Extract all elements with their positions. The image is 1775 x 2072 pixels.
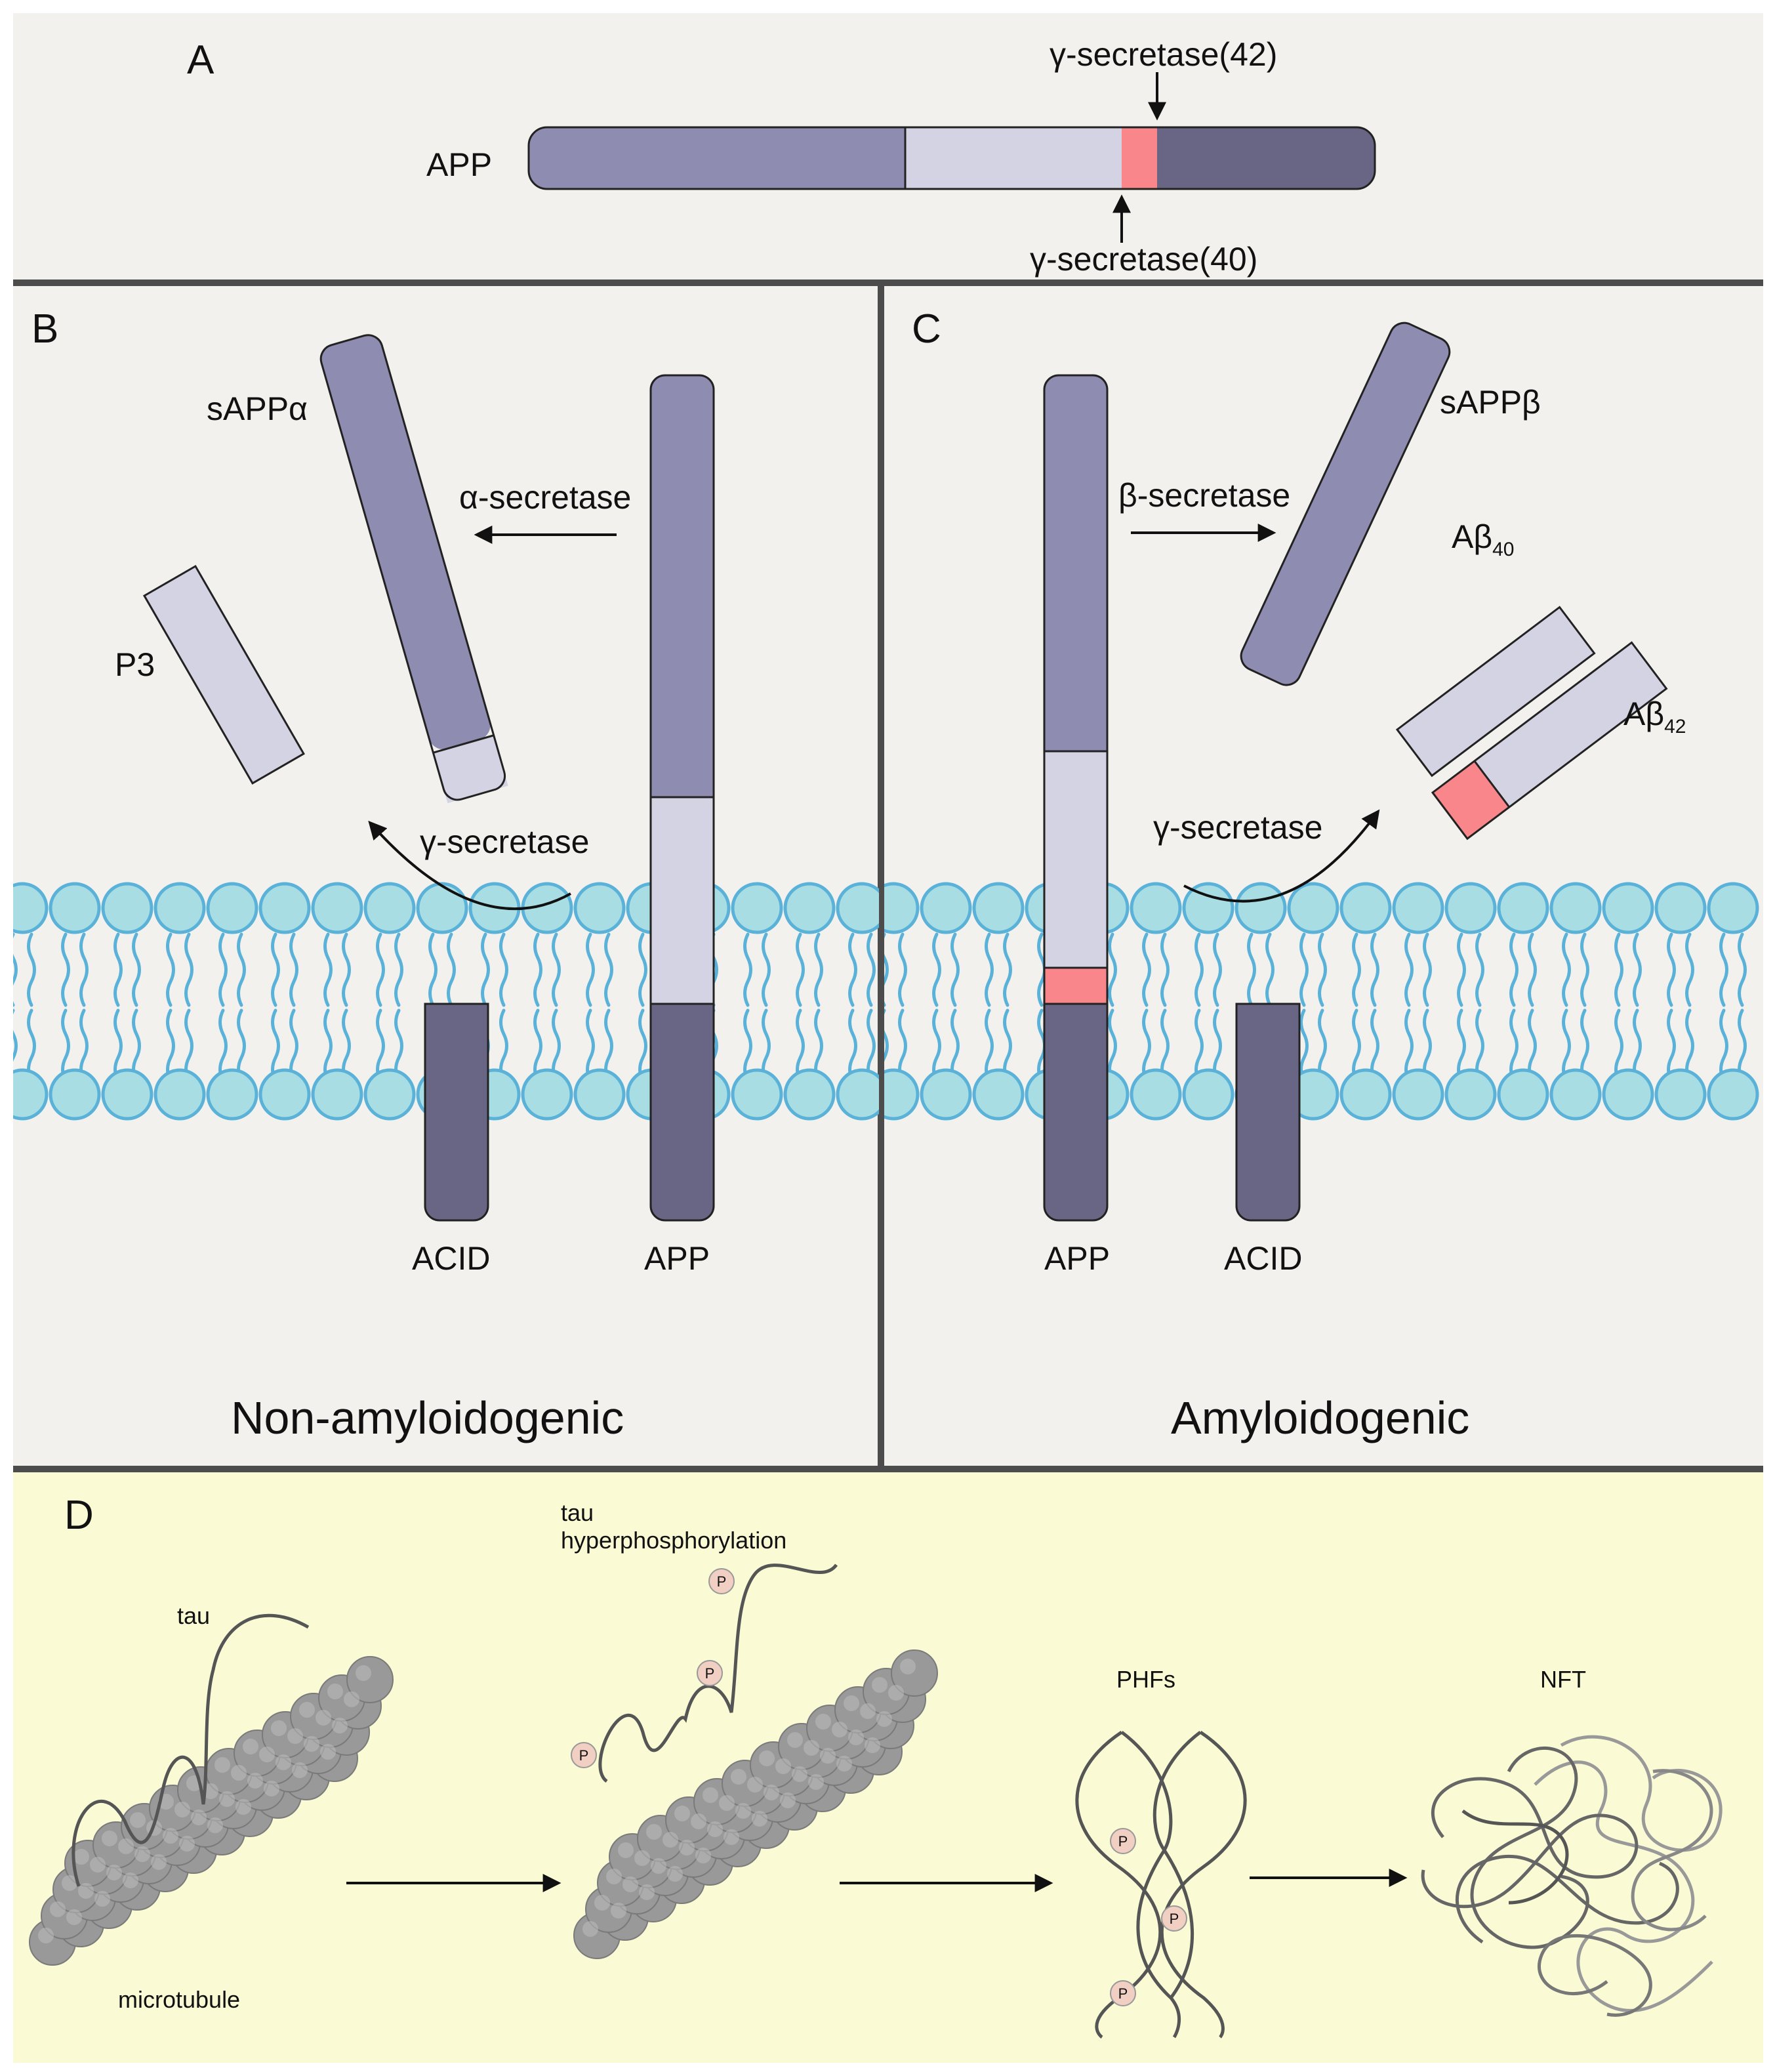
phosphate-label: P: [717, 1573, 727, 1590]
tau-label: tau: [177, 1602, 210, 1629]
phosphate-icon: P: [1110, 1980, 1136, 2006]
lipid-bilayer-icon: [13, 882, 879, 1121]
hyper-label-line1: tau: [561, 1499, 594, 1526]
app-bar-horizontal: [527, 126, 1376, 190]
phosphate-icon: P: [708, 1568, 735, 1594]
sapp-alpha-fragment: [319, 334, 508, 804]
abeta40-label: Aβ40: [1452, 518, 1514, 560]
gamma-curved-arrow-icon-b: [368, 820, 571, 911]
abeta42-label: Aβ42: [1623, 695, 1686, 737]
tau-strand-1: [71, 1613, 310, 1887]
phosphate-icon: P: [571, 1742, 597, 1768]
acid-fragment-b: [424, 1003, 489, 1222]
nft-label: NFT: [1540, 1666, 1586, 1693]
abeta40-fragment: [1395, 606, 1596, 777]
app-label-c: APP: [1044, 1240, 1110, 1277]
phosphate-label: P: [1118, 1833, 1128, 1850]
panel-b-letter: B: [31, 306, 58, 352]
phfs-label: PHFs: [1116, 1666, 1175, 1693]
abeta42-sub: 42: [1664, 716, 1686, 737]
p3-label: P3: [115, 646, 155, 683]
microtubule-label: microtubule: [118, 1986, 240, 2013]
panel-b-title: Non-amyloidogenic: [231, 1392, 624, 1443]
sapp-beta-fragment: [1240, 321, 1451, 686]
app-label-b: APP: [644, 1240, 710, 1277]
abeta40-base: Aβ: [1452, 518, 1492, 555]
p3-fragment: [142, 564, 305, 785]
gamma42-label: γ-secretase(42): [1050, 36, 1277, 73]
microtubule-highlights: [38, 1665, 371, 1943]
hyper-label-line2: hyperphosphorylation: [561, 1527, 786, 1554]
panel-d-letter: D: [64, 1493, 94, 1538]
gamma-secretase-label-b: γ-secretase: [420, 823, 589, 860]
acid-label-b: ACID: [412, 1240, 490, 1277]
gamma40-label: γ-secretase(40): [1030, 241, 1257, 278]
panel-c-background: [884, 286, 1763, 1467]
divider-top: [13, 280, 1763, 286]
gamma-secretase-label-c: γ-secretase: [1153, 809, 1322, 846]
beta-secretase-label: β-secretase: [1118, 477, 1290, 514]
sapp-alpha-label: sAPPα: [207, 390, 308, 427]
phosphate-icon: P: [1161, 1905, 1187, 1932]
microtubule-icon: [573, 1649, 938, 1959]
panel-c: C APP ACID β-secretase sAPPβ: [884, 306, 1759, 1443]
acid-fragment-c: [1235, 1003, 1301, 1222]
microtubule-highlights: [582, 1659, 916, 1937]
panel-a-app-label: APP: [426, 146, 492, 183]
abeta42-fragment: [1431, 641, 1668, 840]
panel-c-title: Amyloidogenic: [1171, 1392, 1469, 1443]
phosphate-label: P: [1170, 1911, 1179, 1927]
phosphate-label: P: [579, 1747, 589, 1764]
divider-middle: [878, 282, 884, 1470]
abeta40-sub: 40: [1492, 539, 1514, 560]
phf-filaments: [1075, 1730, 1247, 2039]
app-bar-vertical-c: [1043, 374, 1109, 1222]
tau-strand-2: [598, 1564, 838, 1783]
panel-b-background: [13, 286, 879, 1467]
nft-tangle: [1421, 1735, 1723, 2017]
phosphate-label: P: [705, 1665, 715, 1682]
phosphate-icon: P: [1110, 1828, 1136, 1854]
panel-b: B sAPPα P3 α-secretase γ-secretase ACID: [13, 306, 879, 1443]
app-bar-vertical-b: [649, 374, 715, 1222]
acid-label-c: ACID: [1224, 1240, 1302, 1277]
panel-a-letter: A: [187, 37, 214, 83]
sapp-beta-label: sAPPβ: [1440, 384, 1541, 421]
lipid-heads: [13, 882, 879, 1121]
phosphate-icon: P: [697, 1660, 723, 1686]
panel-c-letter: C: [912, 306, 941, 352]
panel-a: A APP γ-secretase(42) γ-secretase(40): [187, 36, 1376, 278]
alpha-secretase-label: α-secretase: [459, 479, 631, 516]
phosphate-label: P: [1118, 1985, 1128, 2002]
divider-bottom: [13, 1466, 1763, 1472]
abeta42-base: Aβ: [1623, 695, 1664, 732]
gamma-curved-arrow-icon-c: [1183, 809, 1380, 903]
